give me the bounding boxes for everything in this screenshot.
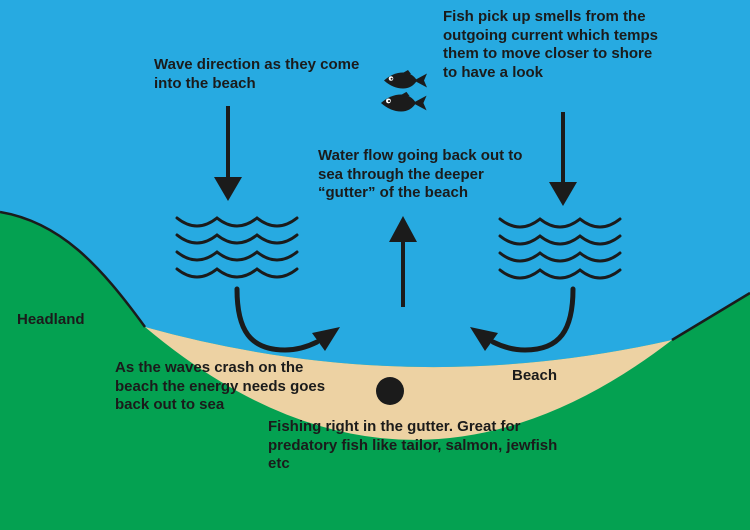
breaking-waves-left-icon <box>175 216 299 279</box>
wave-direction-label: Wave direction as they come into the bea… <box>154 56 360 92</box>
curved-arrow-right-icon <box>470 286 576 353</box>
fishing-spot-dot <box>376 377 404 405</box>
curved-arrow-left-icon <box>234 286 340 353</box>
fish-icon <box>384 70 427 89</box>
beach-label: Beach <box>512 367 558 384</box>
water-flow-label: Water flow going back out to sea through… <box>318 147 523 201</box>
headland-label: Headland <box>17 311 85 328</box>
fish-smell-note: Fish pick up smells from the outgoing cu… <box>443 8 659 81</box>
coastline-right-outline <box>671 291 750 342</box>
fishing-gutter-note: Fishing right in the gutter. Great for p… <box>268 418 558 472</box>
coastline-left-outline <box>0 210 147 328</box>
waves-crash-note: As the waves crash on the beach the ener… <box>115 359 326 413</box>
breaking-waves-right-icon <box>498 217 622 280</box>
arrow-down-right-icon <box>549 112 577 206</box>
fish-icon <box>381 91 427 112</box>
beach-sand-shape <box>145 327 672 440</box>
arrow-down-left-icon <box>214 106 242 201</box>
arrow-up-gutter-icon <box>389 216 417 307</box>
